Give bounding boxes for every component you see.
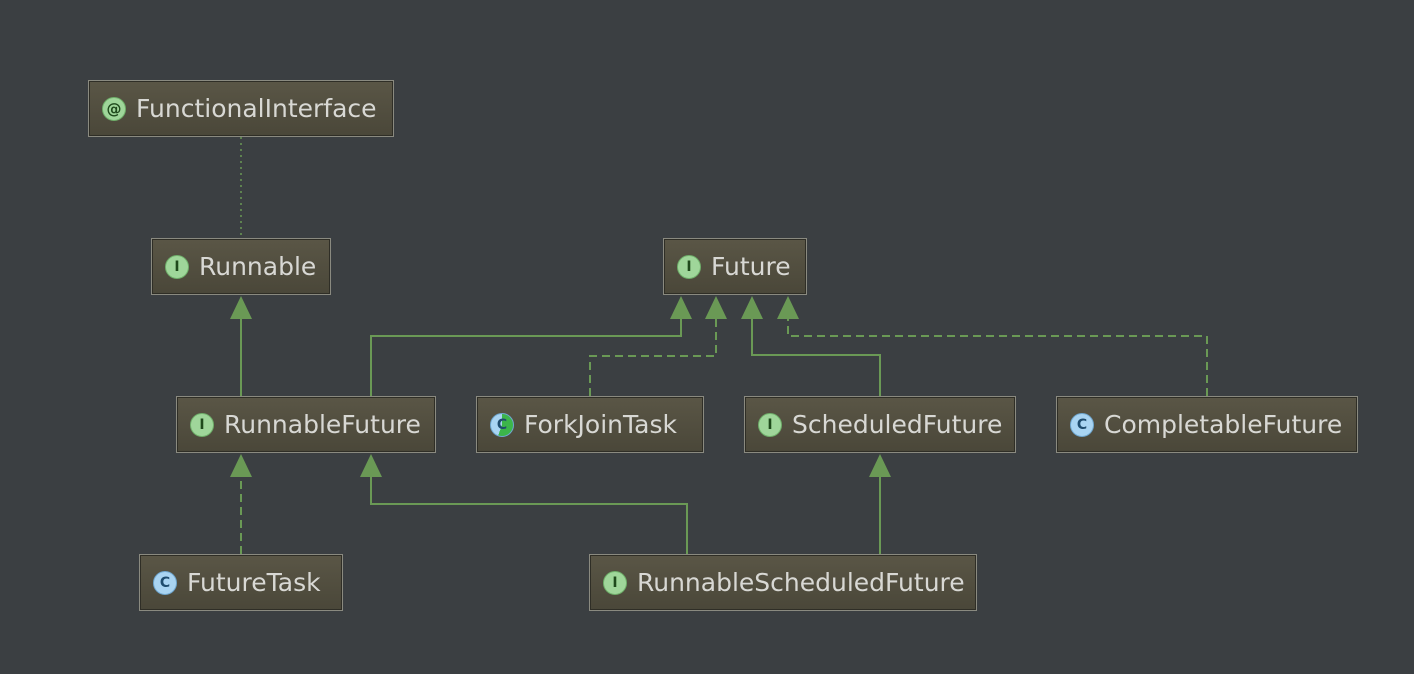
node-label: RunnableScheduledFuture <box>637 568 965 597</box>
edge-scheduledfuture-future <box>751 318 881 396</box>
interface-icon: I <box>677 254 701 279</box>
arrowhead-runnablefuture-1 <box>230 454 252 477</box>
arrowhead-runnablefuture-2 <box>360 454 382 477</box>
node-label: FunctionalInterface <box>136 94 377 123</box>
node-label: Future <box>711 252 791 281</box>
node-label: Runnable <box>199 252 317 281</box>
interface-icon: I <box>758 412 782 437</box>
interface-icon: I <box>190 412 214 437</box>
interface-icon: I <box>165 254 189 279</box>
node-fork-join-task[interactable]: C ForkJoinTask <box>476 396 704 453</box>
arrowhead-future-2 <box>705 296 727 319</box>
arrowhead-future-3 <box>741 296 763 319</box>
node-label: FutureTask <box>187 568 321 597</box>
edge-forkjointask-future <box>589 318 717 396</box>
interface-icon: I <box>603 570 627 595</box>
node-label: CompletableFuture <box>1104 410 1343 439</box>
edge-runnablescheduledfuture-runnablefuture <box>370 476 688 554</box>
arrowhead-future-1 <box>670 296 692 319</box>
abstract-class-icon: C <box>490 412 514 437</box>
node-runnable-future[interactable]: I RunnableFuture <box>176 396 436 453</box>
node-functional-interface[interactable]: @ FunctionalInterface <box>88 80 394 137</box>
node-future-task[interactable]: C FutureTask <box>139 554 343 611</box>
edge-runnablefuture-future <box>370 318 682 396</box>
node-label: RunnableFuture <box>224 410 421 439</box>
node-future[interactable]: I Future <box>663 238 807 295</box>
node-label: ForkJoinTask <box>524 410 677 439</box>
annotation-icon: @ <box>102 96 126 121</box>
class-icon: C <box>1070 412 1094 437</box>
node-runnable-scheduled-future[interactable]: I RunnableScheduledFuture <box>589 554 977 611</box>
node-runnable[interactable]: I Runnable <box>151 238 331 295</box>
arrowhead-runnable <box>230 296 252 319</box>
node-scheduled-future[interactable]: I ScheduledFuture <box>744 396 1016 453</box>
node-completable-future[interactable]: C CompletableFuture <box>1056 396 1358 453</box>
class-icon: C <box>153 570 177 595</box>
arrowhead-future-4 <box>777 296 799 319</box>
edge-completablefuture-future <box>787 318 1208 396</box>
arrowhead-scheduledfuture <box>869 454 891 477</box>
node-label: ScheduledFuture <box>792 410 1003 439</box>
